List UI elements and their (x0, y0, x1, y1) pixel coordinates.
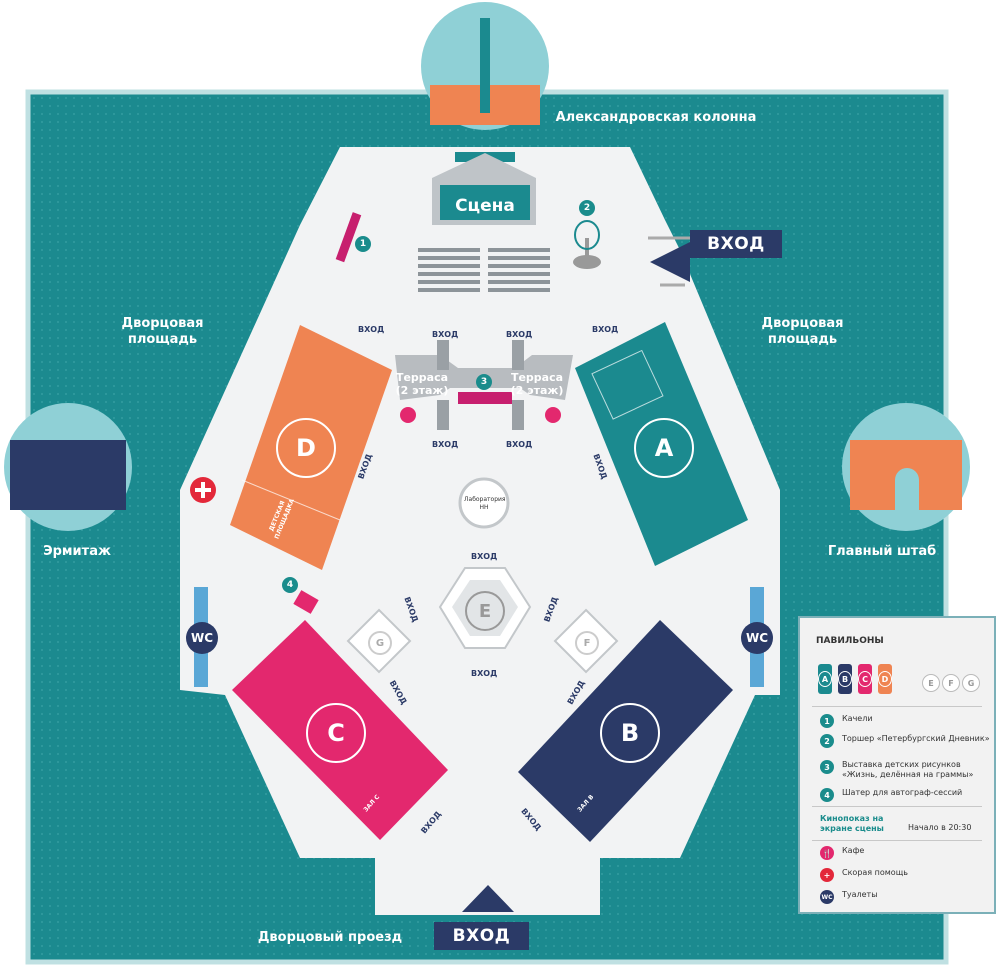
floor-lamp (573, 220, 601, 269)
entrance-lab: ВХОД (471, 552, 498, 561)
legend-pavilion-d: D (878, 664, 892, 694)
laboratory-pavilion (458, 477, 510, 529)
label-general-staff: Главный штаб (827, 544, 937, 559)
label-palace-square-left: Дворцовая площадь (121, 316, 204, 348)
legend-cinema: Кинопоказ на экране сцены (820, 814, 884, 834)
entrance-terrace-1: ВХОД (432, 330, 459, 339)
label-palace-square-right: Дворцовая площадь (761, 316, 844, 348)
label-palace-passage: Дворцовый проезд (257, 930, 403, 945)
marker-3[interactable]: 3 (476, 374, 492, 390)
cafe-icon (545, 407, 561, 423)
wc-right[interactable]: WC (741, 622, 773, 654)
kids-drawings-exhibit (458, 392, 512, 404)
pavilion-e-label[interactable]: E (465, 591, 505, 631)
cafe-icon: 🍴 (820, 846, 834, 860)
legend-pavilion-e: E (922, 674, 940, 692)
general-staff-illustration (842, 403, 970, 531)
legend-cinema-time: Начало в 20:30 (908, 823, 972, 832)
laboratory-label[interactable]: Лаборатория НН (464, 496, 506, 511)
pavilion-d-label[interactable]: D (276, 418, 336, 478)
entrance-terrace-4: ВХОД (506, 440, 533, 449)
seating (418, 248, 550, 292)
main-entrance-bottom[interactable]: ВХОД (434, 922, 529, 950)
entrance-a-top: ВХОД (592, 325, 619, 334)
marker-4[interactable]: 4 (282, 577, 298, 593)
legend-pavilion-a: A (818, 664, 832, 694)
entrance-arrow-bottom (462, 885, 514, 912)
label-hermitage: Эрмитаж (43, 544, 111, 559)
pavilion-f-label[interactable]: F (575, 631, 599, 655)
legend-pavilion-g: G (962, 674, 980, 692)
wc-icon: WC (820, 890, 834, 904)
first-aid-icon: + (820, 868, 834, 882)
pavilion-a-label[interactable]: A (634, 418, 694, 478)
entrance-terrace-2: ВХОД (506, 330, 533, 339)
legend-first-aid: +Скорая помощь (820, 868, 908, 882)
pavilion-g-label[interactable]: G (368, 631, 392, 655)
entrance-arrow-right (650, 242, 690, 282)
pavilion-b-label[interactable]: B (600, 703, 660, 763)
label-terrace-left: Терраса (2 этаж) (395, 371, 449, 397)
entrance-d-top: ВХОД (358, 325, 385, 334)
marker-2[interactable]: 2 (579, 200, 595, 216)
marker-1[interactable]: 1 (355, 236, 371, 252)
alexander-column-illustration (421, 2, 549, 130)
cafe-icon (400, 407, 416, 423)
autograph-tent (293, 590, 319, 614)
hermitage-illustration (4, 403, 132, 531)
entrance-terrace-3: ВХОД (432, 440, 459, 449)
legend-cafe: 🍴Кафе (820, 846, 864, 860)
legend-pavilion-c: C (858, 664, 872, 694)
label-alexander-column: Александровская колонна (555, 110, 757, 125)
legend-pavilion-f: F (942, 674, 960, 692)
pavilion-c-label[interactable]: C (306, 703, 366, 763)
swing (335, 212, 362, 263)
entrance-e: ВХОД (471, 669, 498, 678)
label-terrace-right: Терраса (2 этаж) (510, 371, 564, 397)
legend-title: ПАВИЛЬОНЫ (816, 636, 884, 646)
stairs (437, 340, 524, 430)
label-stage: Сцена (455, 196, 515, 216)
main-entrance-right[interactable]: ВХОД (690, 230, 782, 258)
wc-left[interactable]: WC (186, 622, 218, 654)
stage (432, 152, 536, 225)
legend-pavilion-b: B (838, 664, 852, 694)
